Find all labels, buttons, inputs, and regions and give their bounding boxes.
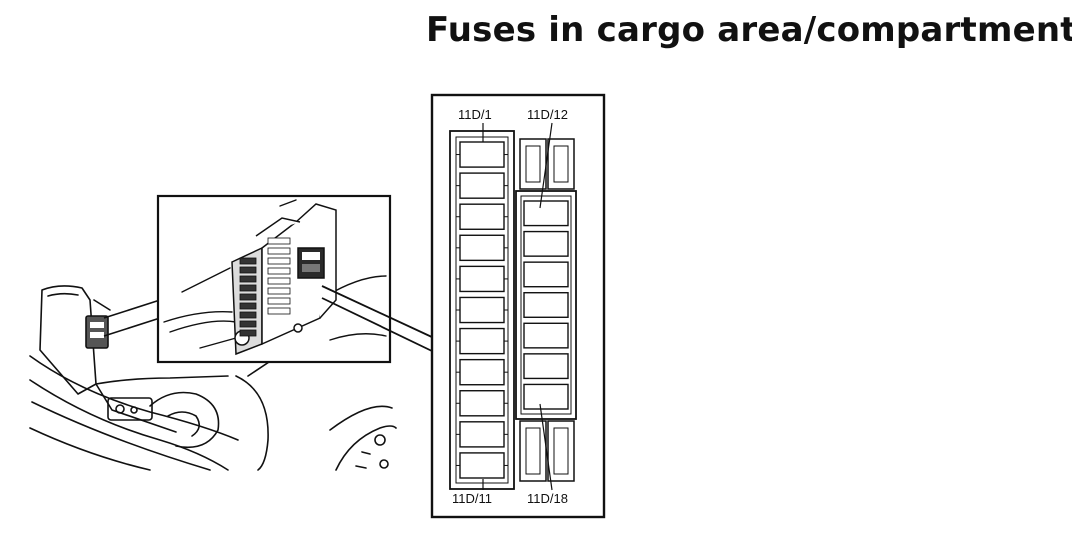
inset-fuse-slot — [267, 297, 291, 305]
fuse-box-slots — [239, 237, 291, 337]
label-11d-1: 11D/1 — [458, 107, 492, 122]
inset-fuse-slot — [239, 284, 257, 292]
fuse-slot-left — [456, 452, 508, 479]
fuse-slot-left — [456, 390, 508, 417]
fuse-slot-left — [456, 141, 508, 168]
label-11d-11: 11D/11 — [452, 491, 492, 506]
inset-fuse-slot — [239, 329, 257, 337]
inset-fuse-slot — [267, 237, 291, 245]
panel-leader-lines — [321, 285, 435, 353]
fuse-column-right — [523, 200, 569, 410]
fuse-slot-right — [523, 230, 569, 257]
label-11d-12: 11D/12 — [527, 107, 568, 122]
fuse-slot-right — [523, 383, 569, 410]
page-title: Fuses in cargo area/compartment — [426, 10, 1072, 50]
fuse-slot-left — [456, 203, 508, 230]
label-11d-18: 11D/18 — [527, 491, 568, 506]
relay-slots-bottom — [519, 420, 575, 482]
fuse-slot-left — [456, 296, 508, 324]
zoom-leader-lines — [103, 299, 161, 337]
inset-fuse-slot — [267, 267, 291, 275]
inset-fuse-slot — [239, 302, 257, 310]
fuse-slot-left — [456, 358, 508, 386]
inset-fuse-slot — [267, 287, 291, 295]
fuse-column-left — [456, 141, 508, 479]
fuse-panel: 11D/1 11D/12 11D/11 11D/18 — [430, 93, 606, 519]
fuse-slot-left — [456, 234, 508, 262]
inset-fuse-slot — [239, 320, 257, 328]
label-pointers — [482, 122, 553, 491]
inset-fuse-slot — [267, 257, 291, 265]
inset-fuse-slot — [239, 275, 257, 283]
inset-fuse-slot — [239, 293, 257, 301]
fuse-slot-right — [523, 292, 569, 318]
inset-fuse-slot — [239, 311, 257, 319]
fuse-slot-right — [523, 322, 569, 349]
fuse-slot-right — [523, 261, 569, 288]
inset-fuse-slot — [267, 307, 291, 315]
inset-fuse-slot — [267, 247, 291, 255]
inset-fuse-slot — [267, 277, 291, 285]
inset-fuse-slot — [239, 257, 257, 265]
inset-fuse-slot — [239, 266, 257, 274]
fuse-slot-left — [456, 172, 508, 199]
fuse-slot-right — [523, 200, 569, 227]
car-rear-illustration — [29, 285, 397, 471]
fuse-slot-left — [456, 327, 508, 355]
zoom-inset — [156, 194, 392, 364]
fuse-slot-right — [523, 353, 569, 380]
fuse-slot-left — [456, 421, 508, 448]
relay-slots-top — [519, 138, 575, 190]
fuse-slot-left — [456, 265, 508, 293]
